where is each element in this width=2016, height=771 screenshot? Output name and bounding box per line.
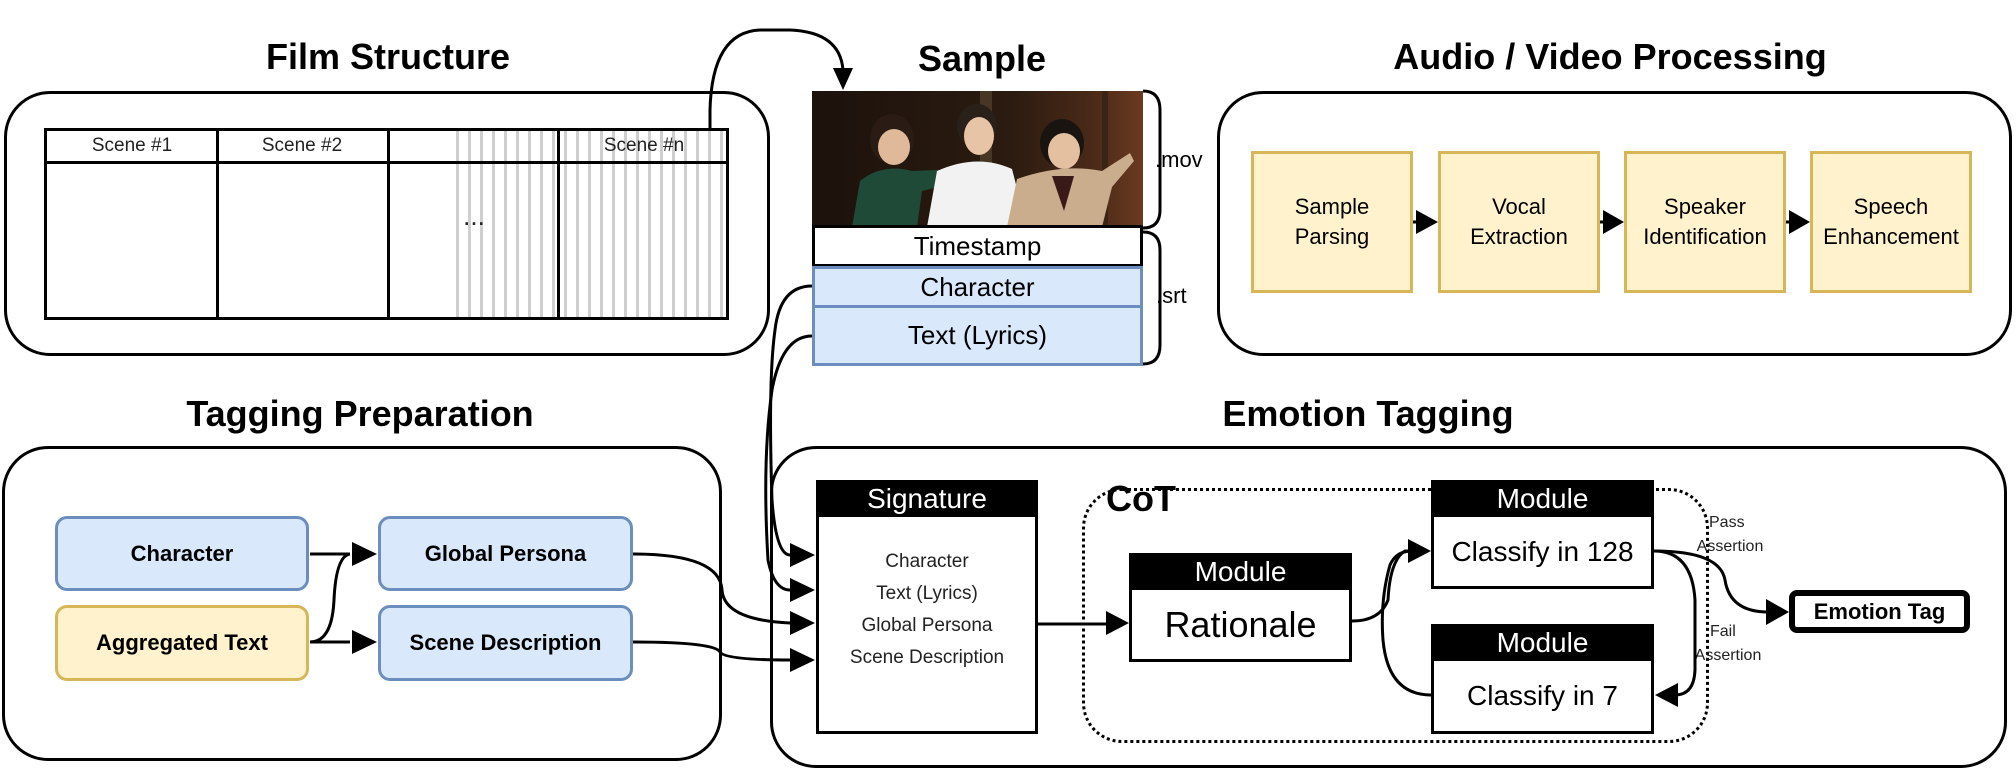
fail-label-line1: Fail	[1710, 623, 1736, 640]
scene-divider	[387, 131, 390, 317]
film-structure-title: Film Structure	[265, 36, 511, 77]
step-label: Speech	[1853, 194, 1929, 219]
scene-label-2: Scene #2	[261, 135, 343, 156]
prep-scene-description-box: Scene Description	[378, 605, 633, 681]
signature-field-scene-description: Scene Description	[849, 647, 1005, 668]
sample-timestamp-row: Timestamp	[812, 225, 1143, 267]
av-processing-title: Audio / Video Processing	[1393, 36, 1827, 77]
tagging-prep-title: Tagging Preparation	[186, 393, 534, 434]
stage-photo-icon	[812, 91, 1143, 227]
scene-header-row	[47, 131, 726, 164]
classify-128-module-header: Module	[1431, 480, 1654, 518]
step-label: Identification	[1643, 224, 1767, 249]
emotion-tagging-title: Emotion Tagging	[1222, 393, 1514, 434]
classify-7-module-header: Module	[1431, 624, 1654, 662]
classify-7-module-body: Classify in 7	[1431, 661, 1654, 734]
signature-field-global-persona: Global Persona	[861, 615, 993, 636]
signature-field-character: Character	[885, 551, 969, 572]
pass-assertion-label: Pass Assertion	[1690, 511, 1770, 559]
mov-label: .mov	[1155, 147, 1203, 172]
arrowhead-film-to-sample	[833, 68, 853, 90]
step-label: Sample	[1294, 194, 1370, 219]
fail-label-line2: Assertion	[1694, 647, 1762, 664]
sample-character-row: Character	[812, 266, 1143, 308]
pass-label-line2: Assertion	[1696, 538, 1764, 555]
step-label: Vocal	[1492, 194, 1546, 219]
prep-global-persona-box: Global Persona	[378, 516, 633, 591]
sample-text-row: Text (Lyrics)	[812, 305, 1143, 366]
rationale-module-body: Rationale	[1129, 590, 1352, 662]
signature-field-text: Text (Lyrics)	[876, 583, 978, 604]
tagging-prep-panel	[2, 446, 722, 761]
scene-table: Scene #1 Scene #2 Scene #n ...	[44, 128, 729, 320]
step-label: Speaker	[1664, 194, 1746, 219]
scene-divider	[557, 131, 560, 317]
srt-label: .srt	[1156, 283, 1187, 308]
scene-label-n: Scene #n	[603, 135, 685, 156]
signature-body: Character Text (Lyrics) Global Persona S…	[816, 517, 1038, 734]
emotion-tag-output: Emotion Tag	[1789, 590, 1970, 633]
cot-label: CoT	[1106, 478, 1176, 519]
prep-character-box: Character	[55, 516, 309, 591]
sample-title: Sample	[917, 38, 1047, 79]
scene-label-1: Scene #1	[91, 135, 173, 156]
step-label: Parsing	[1294, 224, 1370, 249]
scene-ellipsis: ...	[463, 200, 485, 231]
scene-divider	[216, 131, 219, 317]
step-label: Enhancement	[1823, 224, 1959, 249]
cot-region	[1082, 488, 1709, 743]
step-label: Extraction	[1470, 224, 1568, 249]
sample-video-frame	[812, 91, 1143, 227]
pass-label-line1: Pass	[1709, 514, 1745, 531]
classify-128-module-body: Classify in 128	[1431, 517, 1654, 589]
prep-aggregated-text-box: Aggregated Text	[55, 605, 309, 681]
rationale-module-header: Module	[1129, 553, 1352, 591]
signature-header: Signature	[816, 480, 1038, 518]
fail-assertion-label: Fail Assertion	[1688, 620, 1768, 668]
